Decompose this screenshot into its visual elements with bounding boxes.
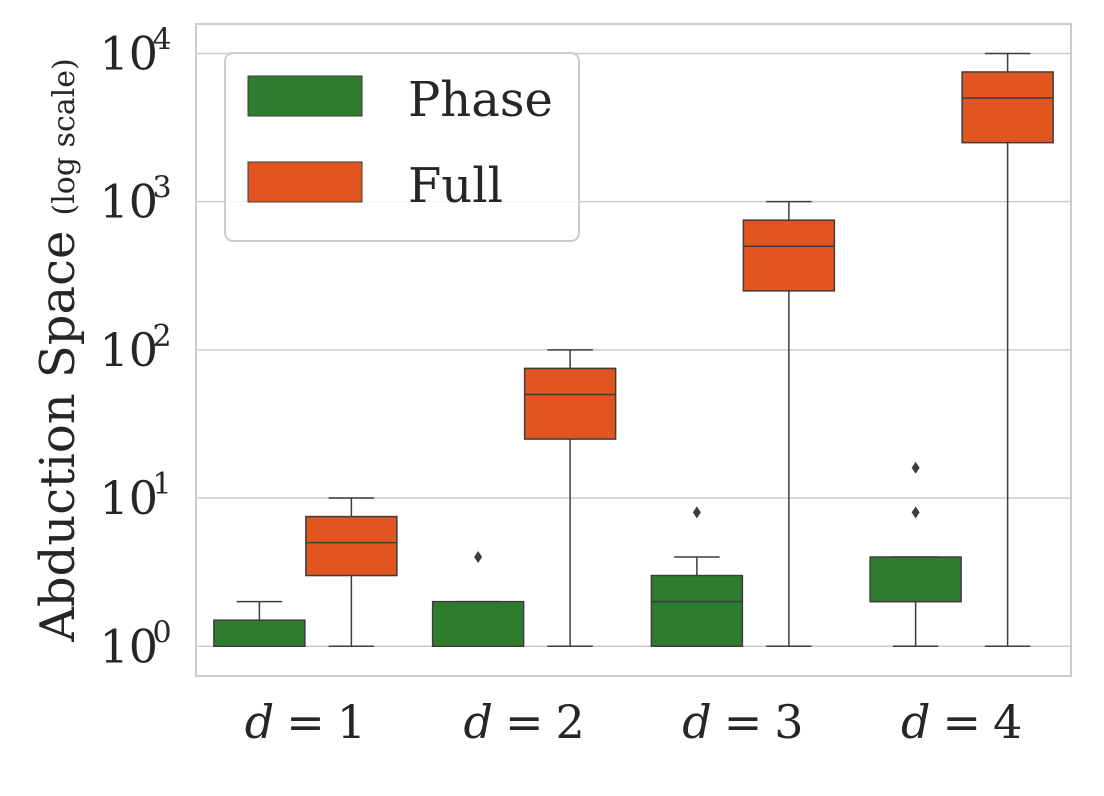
y-tick-base: 10 [99, 619, 158, 673]
box-body [869, 556, 962, 603]
x-tick-var: d [245, 695, 274, 749]
box-body [213, 619, 306, 648]
box-body [523, 367, 617, 440]
x-tick-var: d [682, 695, 711, 749]
legend-swatch-phase [247, 75, 363, 117]
box-body [650, 574, 744, 648]
y-tick-exponent-0: 0 [152, 615, 171, 650]
x-tick-num: 3 [774, 695, 803, 749]
outlier-0 [474, 551, 483, 564]
box-phase-1 [213, 600, 306, 648]
y-tick-label-0: 10 [99, 619, 158, 673]
y-tick-label-2: 10 [99, 323, 158, 377]
y-tick-exponent-1: 1 [152, 467, 171, 502]
y-axis-title-suffix: (log scale) [47, 58, 82, 215]
box-body [742, 219, 836, 292]
box-body [961, 71, 1054, 144]
box-full-2 [523, 349, 617, 648]
boxes [213, 52, 1054, 648]
y-tick-label-4: 10 [99, 26, 158, 80]
y-tick-base: 10 [99, 323, 158, 377]
y-tick-exponent-2: 2 [152, 319, 171, 354]
box-body [431, 600, 525, 648]
y-tick-exponent-4: 4 [152, 22, 171, 57]
x-tick-num: 2 [555, 695, 584, 749]
y-tick-label-1: 10 [99, 471, 158, 525]
outlier-0 [911, 506, 920, 519]
x-tick-eq: = [724, 695, 763, 749]
box-phase-3 [650, 506, 744, 648]
x-tick-eq: = [286, 695, 325, 749]
legend-label-full: Full [408, 158, 503, 214]
x-tick-label-3: d=4 [901, 695, 1022, 749]
outlier-0 [692, 506, 701, 519]
y-axis-title: Abduction Space (log scale) [30, 58, 86, 642]
y-tick-base: 10 [99, 175, 158, 229]
box-full-4 [961, 52, 1054, 648]
box-phase-4 [869, 461, 962, 648]
y-axis-title-main: Abduction Space [30, 231, 86, 643]
legend-swatch-full [247, 161, 363, 203]
y-tick-exponent-3: 3 [152, 171, 171, 206]
x-tick-var: d [463, 695, 492, 749]
plot-frame [195, 23, 1072, 677]
legend: Phase Full [224, 52, 580, 242]
x-tick-label-1: d=2 [463, 695, 584, 749]
outlier-1 [911, 461, 920, 474]
y-tick-base: 10 [99, 471, 158, 525]
box-full-3 [742, 200, 836, 648]
y-tick-label-3: 10 [99, 175, 158, 229]
legend-label-phase: Phase [408, 72, 553, 128]
x-tick-num: 4 [993, 695, 1022, 749]
x-tick-label-0: d=1 [245, 695, 366, 749]
box-full-1 [305, 497, 398, 648]
box-body [305, 515, 398, 577]
x-tick-num: 1 [337, 695, 366, 749]
y-tick-base: 10 [99, 26, 158, 80]
x-tick-eq: = [505, 695, 544, 749]
box-phase-2 [431, 551, 525, 648]
x-tick-label-2: d=3 [682, 695, 803, 749]
x-tick-var: d [901, 695, 930, 749]
x-tick-eq: = [942, 695, 981, 749]
